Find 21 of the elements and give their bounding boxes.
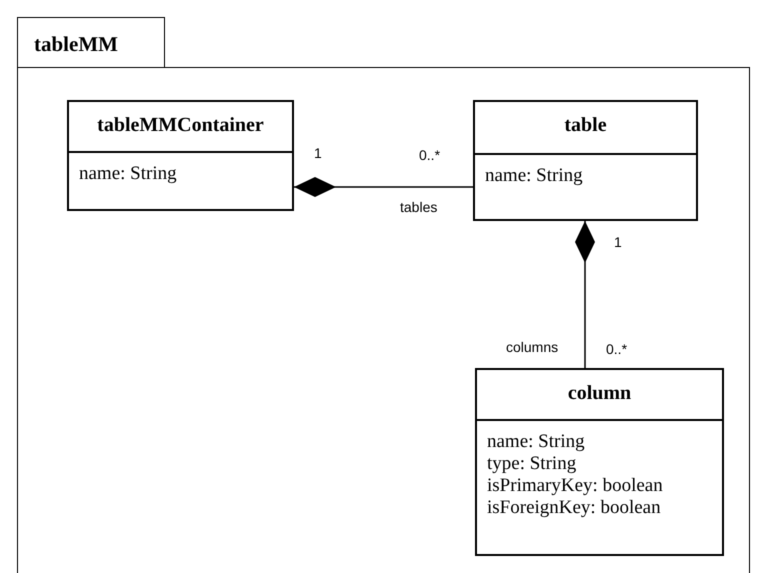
multiplicity-label: 1: [314, 145, 322, 161]
class-box: [475, 368, 724, 556]
composition-line: [294, 177, 473, 197]
multiplicity-label: 0..*: [419, 147, 440, 163]
attribute-text: isPrimaryKey: boolean: [487, 475, 663, 497]
edge-label: columns: [506, 339, 558, 355]
class-name: column: [568, 382, 632, 404]
attribute-text: name: String: [485, 165, 583, 187]
class-name: table: [564, 114, 607, 136]
composition-line: [575, 221, 595, 368]
multiplicity-label: 0..*: [606, 341, 628, 357]
attribute-text: type: String: [487, 453, 576, 475]
class-box: [67, 100, 294, 211]
edge-label: tables: [400, 199, 438, 215]
class-name: tableMMContainer: [97, 114, 264, 136]
attribute-text: name: String: [487, 431, 585, 453]
attribute-text: isForeignKey: boolean: [487, 497, 661, 519]
attribute-text: name: String: [79, 163, 177, 185]
multiplicity-label: 1: [614, 234, 622, 250]
class-box: [473, 100, 698, 221]
package-tab: tableMM: [17, 17, 165, 67]
